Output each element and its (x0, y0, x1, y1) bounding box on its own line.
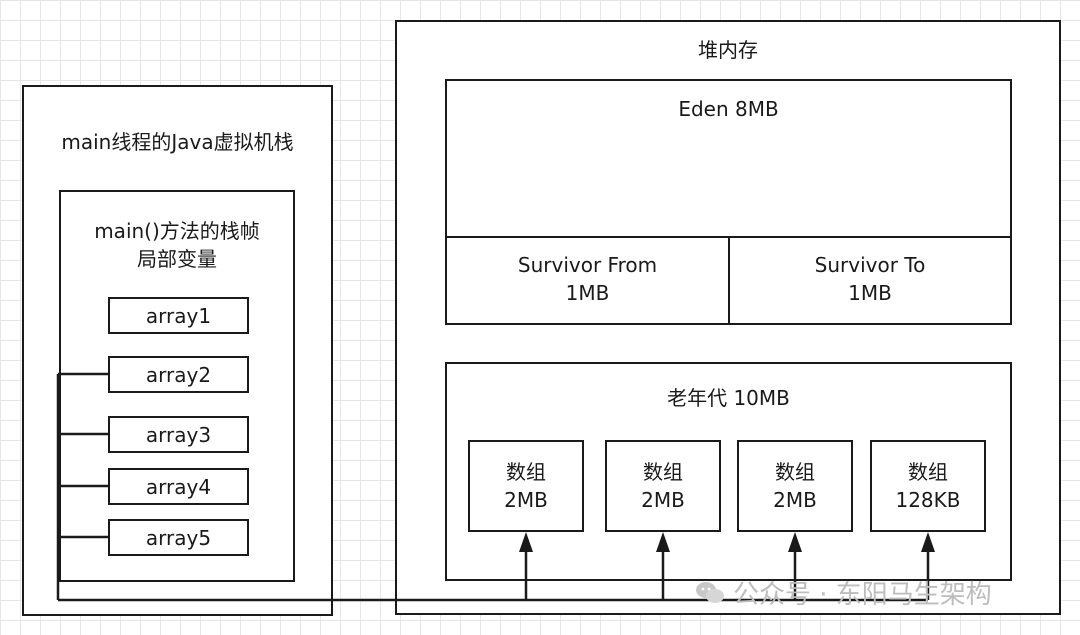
main-stack-frame-title: main()方法的栈帧 局部变量 (94, 219, 260, 271)
variable-label: array2 (145, 362, 212, 387)
watermark: 公众号 · 东阳马生架构 (695, 574, 992, 611)
variable-array2: array2 (108, 356, 249, 393)
array-object-4: 数组 128KB (870, 440, 986, 532)
eden-label: Eden 8MB (678, 97, 779, 121)
array-object-label: 数组 2MB (504, 460, 548, 512)
wechat-icon (696, 581, 724, 603)
survivor-from-box (445, 236, 730, 325)
variable-label: array4 (145, 474, 212, 499)
variable-label: array1 (145, 303, 212, 328)
variable-array5: array5 (108, 519, 249, 556)
heap-title: 堆内存 (698, 38, 758, 62)
variable-array1: array1 (108, 297, 249, 334)
variable-array3: array3 (108, 416, 249, 453)
survivor-to-box (728, 236, 1012, 325)
array-object-label: 数组 2MB (641, 460, 685, 512)
survivor-to-label: Survivor To 1MB (814, 253, 926, 305)
watermark-text: 公众号 · 东阳马生架构 (733, 580, 992, 610)
variable-label: array5 (145, 525, 212, 550)
array-object-3: 数组 2MB (737, 440, 853, 532)
survivor-from-label: Survivor From 1MB (517, 253, 658, 305)
array-object-label: 数组 2MB (773, 460, 817, 512)
array-object-1: 数组 2MB (468, 440, 584, 532)
jvm-stack-title: main线程的Java虚拟机栈 (61, 130, 294, 154)
variable-label: array3 (145, 422, 212, 447)
array-object-2: 数组 2MB (605, 440, 721, 532)
old-gen-title: 老年代 10MB (667, 386, 790, 410)
variable-array4: array4 (108, 468, 249, 505)
array-object-label: 数组 128KB (895, 460, 961, 512)
